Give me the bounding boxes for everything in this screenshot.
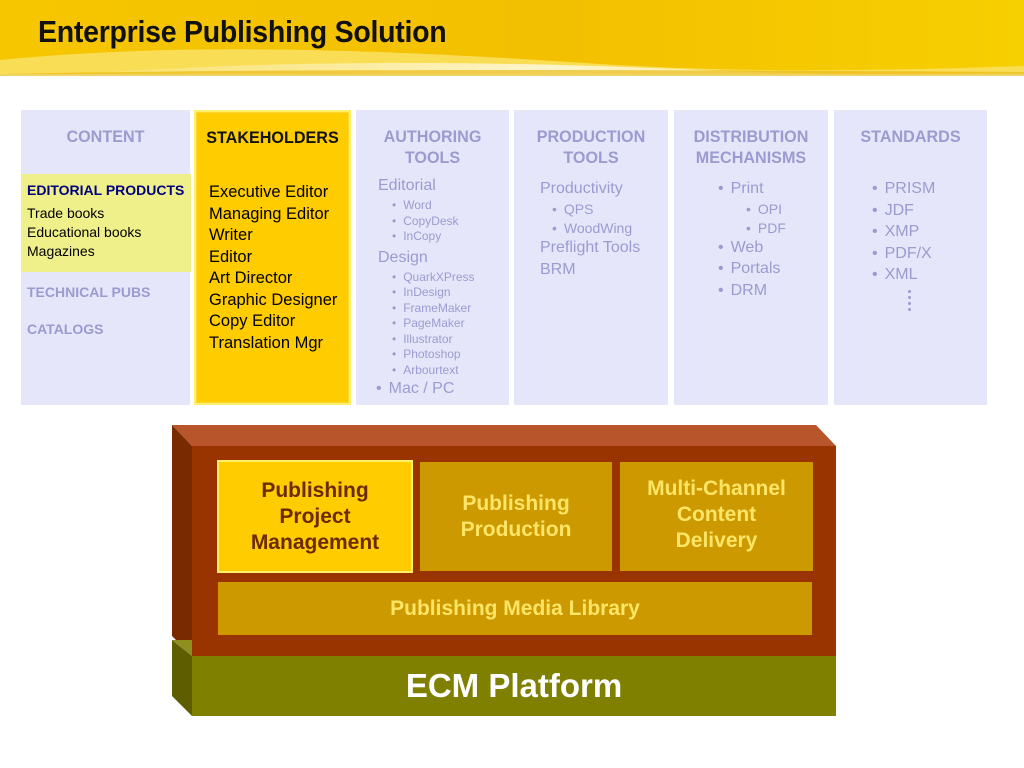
editorial-label: Editorial xyxy=(378,177,436,194)
content-header: CONTENT xyxy=(66,127,145,146)
authoring-tools-header: AUTHORING TOOLS xyxy=(360,126,505,168)
banner-graphic xyxy=(0,0,1024,82)
media-library-label: Publishing Media Library xyxy=(390,596,640,620)
standard-item: •PRISM xyxy=(872,180,936,197)
content-item: Magazines xyxy=(27,243,95,259)
platform-item: •Mac / PC xyxy=(376,380,455,397)
production-header-line1: PRODUCTION xyxy=(536,127,646,146)
content-item: Educational books xyxy=(27,224,142,240)
authoring-design-item: •Photoshop xyxy=(392,347,461,361)
stakeholders-column: STAKEHOLDERS Executive Editor Managing E… xyxy=(194,110,351,405)
delivery-box xyxy=(620,462,813,571)
title-banner: Enterprise Publishing Solution xyxy=(0,0,1024,82)
authoring-design-item: •InDesign xyxy=(392,285,451,299)
project-management-label: Publishing Project Management xyxy=(218,461,412,572)
distribution-header-line2: MECHANISMS xyxy=(695,148,807,167)
production-label: Publishing Production xyxy=(420,462,612,571)
more-dots-icon xyxy=(908,290,914,314)
delivery-label: Multi-Channel Content Delivery xyxy=(620,462,813,571)
print-sub-item: •PDF xyxy=(746,220,786,236)
stakeholders-header: STAKEHOLDERS xyxy=(206,128,339,147)
stack-top-face xyxy=(172,425,836,446)
authoring-design-item: •Arbourtext xyxy=(392,363,459,377)
stakeholder-item: Executive Editor xyxy=(209,183,329,201)
content-item: Trade books xyxy=(27,205,105,221)
authoring-header-line2: TOOLS xyxy=(404,148,461,167)
media-library-box xyxy=(218,582,812,635)
print-item: •Print xyxy=(718,180,764,197)
standard-item: •JDF xyxy=(872,202,914,219)
box2-line: Publishing xyxy=(462,491,570,515)
print-sub-item: •OPI xyxy=(746,201,783,217)
distribution-mechanisms-header: DISTRIBUTION MECHANISMS xyxy=(678,126,824,168)
box1-line: Publishing xyxy=(261,478,369,502)
ecm-corner xyxy=(172,640,192,656)
stakeholder-item: Copy Editor xyxy=(209,312,296,330)
catalogs-label: CATALOGS xyxy=(27,321,104,337)
box3-line: Delivery xyxy=(675,529,758,552)
content-column: CONTENT EDITORIAL PRODUCTS Trade books E… xyxy=(21,110,191,405)
productivity-item: •QPS xyxy=(552,201,594,217)
box1-line: Project xyxy=(279,504,351,528)
stakeholder-item: Writer xyxy=(209,226,253,244)
authoring-design-item: •FrameMaker xyxy=(392,301,472,315)
page-title: Enterprise Publishing Solution xyxy=(38,14,447,49)
box1-line: Management xyxy=(250,530,380,554)
production-box xyxy=(420,462,612,571)
editorial-products-block: EDITORIAL PRODUCTS Trade books Education… xyxy=(21,174,191,272)
project-management-box xyxy=(217,460,413,573)
stakeholder-item: Graphic Designer xyxy=(209,290,338,309)
standard-item: •XMP xyxy=(872,223,920,240)
editorial-products-title: EDITORIAL PRODUCTS xyxy=(27,182,185,198)
drm-item: •DRM xyxy=(718,282,768,299)
standard-item: •XML xyxy=(872,266,918,283)
authoring-header-line1: AUTHORING xyxy=(383,127,482,146)
distribution-mechanisms-column: DISTRIBUTION MECHANISMS •Print •OPI •PDF… xyxy=(674,110,828,405)
standards-column: STANDARDS •PRISM •JDF •XMP •PDF/X •XML xyxy=(834,110,987,405)
design-label: Design xyxy=(378,249,428,266)
authoring-editorial-item: •Word xyxy=(392,198,432,212)
preflight-tools-label: Preflight Tools xyxy=(540,239,641,256)
production-tools-column: PRODUCTION TOOLS Productivity •QPS •Wood… xyxy=(514,110,668,405)
ecm-platform-label: ECM Platform xyxy=(405,667,623,704)
brm-label: BRM xyxy=(540,261,576,278)
distribution-header-line1: DISTRIBUTION xyxy=(693,127,809,146)
stakeholder-item: Managing Editor xyxy=(209,204,330,223)
production-header-line2: TOOLS xyxy=(563,148,619,167)
authoring-design-item: •PageMaker xyxy=(392,316,465,330)
stakeholder-item: Art Director xyxy=(209,269,293,287)
web-item: •Web xyxy=(718,239,764,256)
portals-item: •Portals xyxy=(718,260,781,277)
authoring-editorial-item: •InCopy xyxy=(392,229,442,243)
productivity-item: •WoodWing xyxy=(552,220,633,236)
authoring-tools-column: AUTHORING TOOLS Editorial •Word •CopyDes… xyxy=(356,110,509,405)
technical-pubs-label: TECHNICAL PUBS xyxy=(27,284,151,300)
box3-line: Multi-Channel xyxy=(647,477,786,500)
stakeholders-list: Executive Editor Managing Editor Writer … xyxy=(209,182,337,354)
box3-line: Content xyxy=(676,503,757,526)
authoring-editorial-item: •CopyDesk xyxy=(392,214,459,228)
authoring-design-item: •QuarkXPress xyxy=(392,270,475,284)
ecm-left-face xyxy=(172,640,192,716)
stakeholder-item: Editor xyxy=(209,247,253,266)
standards-header: STANDARDS xyxy=(860,127,961,146)
authoring-design-item: •Illustrator xyxy=(392,332,453,346)
box2-line: Production xyxy=(460,517,572,541)
ecm-platform-box xyxy=(192,656,836,716)
stakeholder-item: Translation Mgr xyxy=(209,333,324,352)
productivity-label: Productivity xyxy=(540,180,623,197)
standard-item: •PDF/X xyxy=(872,245,932,262)
production-tools-header: PRODUCTION TOOLS xyxy=(518,126,664,168)
stack-left-face xyxy=(172,425,192,656)
